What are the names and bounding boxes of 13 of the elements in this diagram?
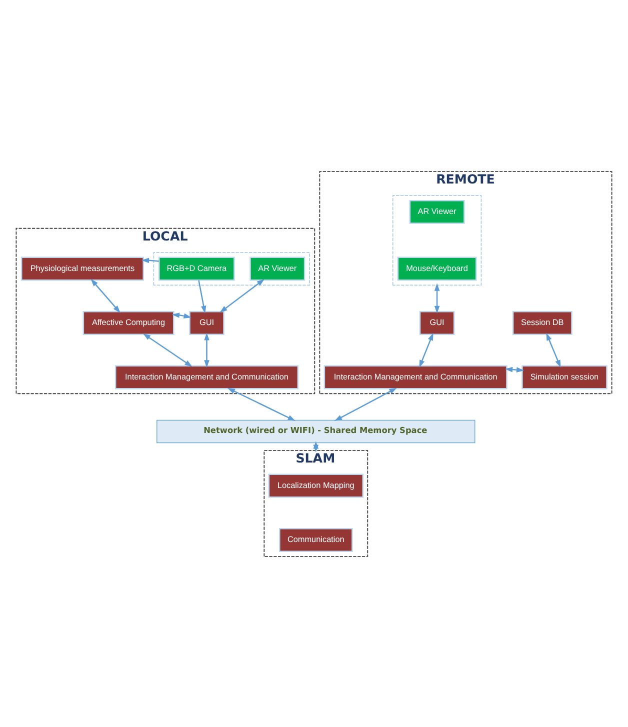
cluster [392,194,482,286]
arrow [142,332,192,366]
arrow [227,387,296,420]
arrow [220,278,264,312]
arrow [334,387,397,421]
node-box: Network (wired or WIFI) - Shared Memory Space [156,419,476,443]
arrow [204,332,210,368]
arrow [546,332,561,368]
arrow [90,278,120,312]
arrow [141,257,160,263]
arrow [434,282,440,313]
arrow [419,332,434,368]
arrow [198,280,206,313]
